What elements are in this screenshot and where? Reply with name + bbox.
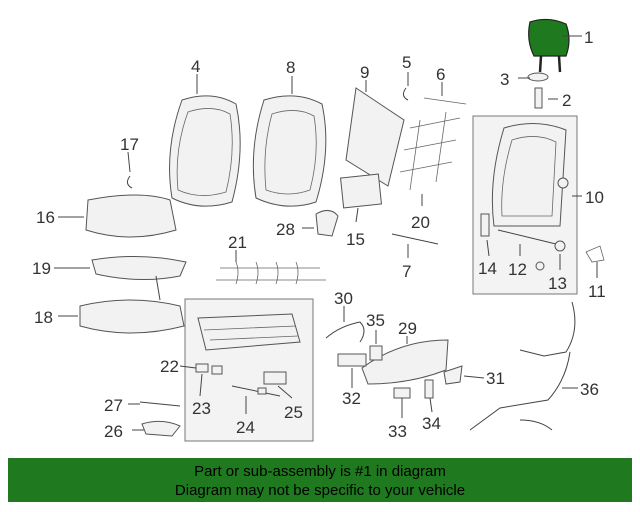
headrest-guide-part — [527, 72, 549, 109]
wiring-harness-part — [469, 301, 576, 431]
callout-2: 2 — [562, 91, 571, 110]
callout-11: 11 — [588, 282, 606, 301]
callout-23: 23 — [192, 399, 211, 418]
callout-18: 18 — [34, 308, 53, 327]
callout-24: 24 — [236, 418, 255, 437]
callout-28: 28 — [276, 220, 295, 239]
callout-20: 20 — [411, 213, 430, 232]
callout-27: 27 — [104, 396, 123, 415]
callout-12: 12 — [508, 260, 527, 279]
back-panel-part — [345, 87, 405, 187]
callout-19: 19 — [32, 259, 51, 278]
seatback-cover-part — [169, 95, 241, 207]
callout-35: 35 — [366, 311, 385, 330]
seat-adjuster-part — [197, 313, 301, 351]
callout-15: 15 — [346, 230, 365, 249]
callout-26: 26 — [104, 422, 123, 441]
cushion-spring-part — [216, 261, 326, 285]
lumbar-spring-part — [399, 97, 467, 191]
callout-34: 34 — [422, 414, 441, 433]
cushion-pan-part — [91, 255, 187, 281]
callout-22: 22 — [160, 357, 179, 376]
disclaimer-line-2: Diagram may not be specific to your vehi… — [174, 482, 466, 499]
callout-14: 14 — [478, 259, 497, 278]
callout-8: 8 — [286, 58, 295, 77]
disclaimer-line-1: Part or sub-assembly is #1 in diagram — [194, 463, 446, 480]
callout-31: 31 — [486, 369, 505, 388]
callout-36: 36 — [580, 380, 599, 399]
callout-29: 29 — [398, 319, 417, 338]
callout-30: 30 — [334, 289, 353, 308]
callout-17: 17 — [120, 135, 139, 154]
side-shield-part — [361, 339, 449, 385]
disclaimer-banner: Part or sub-assembly is #1 in diagram Di… — [8, 458, 632, 502]
callout-6: 6 — [436, 65, 445, 84]
headrest-part[interactable] — [528, 18, 570, 73]
callout-1: 1 — [584, 28, 593, 47]
callout-13: 13 — [548, 274, 567, 293]
cushion-cover-part — [85, 194, 177, 238]
callout-32: 32 — [342, 389, 361, 408]
callout-33: 33 — [388, 422, 407, 441]
cushion-pad-part — [79, 299, 185, 334]
callout-3: 3 — [500, 70, 509, 89]
callout-5: 5 — [402, 53, 411, 72]
seatback-pad-part — [252, 95, 327, 207]
seatback-frame-part — [491, 122, 567, 227]
callout-9: 9 — [360, 63, 369, 82]
leader-lines — [54, 35, 598, 431]
callout-25: 25 — [284, 403, 303, 422]
callout-10: 10 — [585, 188, 604, 207]
callout-16: 16 — [36, 208, 55, 227]
callout-7: 7 — [402, 262, 411, 281]
module-part — [339, 173, 383, 209]
callout-21: 21 — [228, 233, 247, 252]
callout-4: 4 — [191, 57, 200, 76]
